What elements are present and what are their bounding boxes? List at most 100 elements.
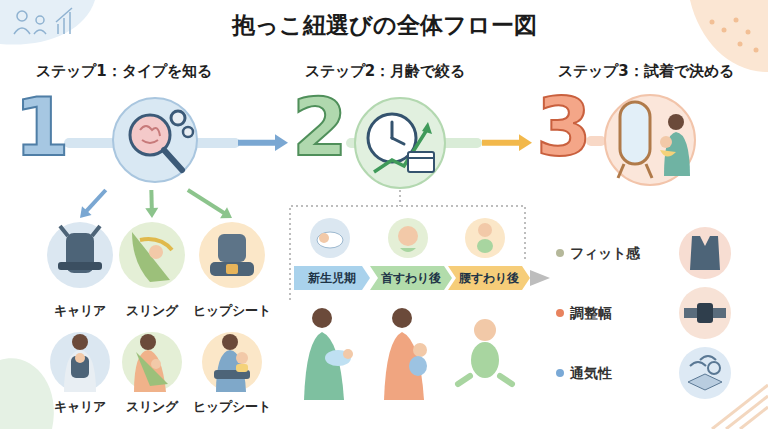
flow-arrow xyxy=(238,134,288,151)
flow-arrow xyxy=(482,134,532,151)
corner-blobs xyxy=(0,358,54,429)
arrow-shaft xyxy=(85,190,105,212)
arrow-shaft xyxy=(188,190,225,214)
arrow-shaft xyxy=(149,190,153,210)
step2-icon xyxy=(392,138,404,144)
type-scenes xyxy=(50,332,110,392)
corner-blobs xyxy=(738,42,743,47)
step-number: 2 xyxy=(292,88,348,168)
arrowhead xyxy=(145,208,158,218)
arrow-shaft xyxy=(238,140,278,146)
type-label: ヒップシート xyxy=(190,399,274,415)
step2-icon xyxy=(408,157,434,159)
type-scenes xyxy=(236,352,248,364)
criterion-bullets xyxy=(556,309,564,317)
type-icons xyxy=(226,264,238,274)
baby-faces xyxy=(310,218,350,258)
criterion-icons xyxy=(679,287,731,339)
type-scenes xyxy=(151,359,161,369)
criterion-icons xyxy=(679,347,731,399)
age-scenes xyxy=(392,308,412,328)
type-icons xyxy=(199,222,265,288)
type-icons xyxy=(47,222,265,288)
type-scenes xyxy=(64,350,96,392)
criterion-icons xyxy=(690,236,720,270)
step-heading: ステップ1：タイプを知る xyxy=(10,62,238,80)
criterion-icons xyxy=(697,303,713,323)
criterion-label: フィット感 xyxy=(570,244,640,262)
criterion-icons xyxy=(688,374,722,390)
chip-label: 腰すわり後 xyxy=(459,271,519,285)
corner-blobs xyxy=(17,11,27,21)
type-scenes xyxy=(122,332,182,392)
corner-blobs xyxy=(34,30,46,34)
baby-faces xyxy=(477,239,493,253)
step2-icon xyxy=(355,98,445,188)
step-node: ステップ2：月齢で絞る2 xyxy=(288,62,482,190)
age-scenes xyxy=(409,356,427,376)
flow-arrow xyxy=(145,190,158,218)
age-scenes xyxy=(471,342,499,378)
carrier-type-node: ヒップシート xyxy=(190,326,274,418)
carrier-type-node: ヒップシート xyxy=(190,218,274,322)
age-stage-chip: 首すわり後 xyxy=(370,266,452,290)
step3-icon xyxy=(646,164,652,178)
criterion-label: 調整幅 xyxy=(570,304,612,322)
chip-label: 首すわり後 xyxy=(381,271,441,285)
age-range-bracket xyxy=(530,270,550,286)
age-scenes xyxy=(413,343,427,357)
carrier-type-node: スリング xyxy=(116,218,188,322)
type-scenes xyxy=(236,364,248,372)
chip-shape xyxy=(448,266,530,290)
step-node: ステップ3：試着で決める3 xyxy=(532,62,760,190)
criterion-icons xyxy=(679,227,731,399)
corner-blobs xyxy=(14,8,72,34)
corner-blobs xyxy=(14,28,30,34)
step3-icon xyxy=(605,95,695,185)
type-scenes xyxy=(50,332,262,392)
age-scenes xyxy=(304,308,512,400)
age-range-bracket xyxy=(290,190,550,300)
corner-blobs xyxy=(690,0,768,72)
flow-arrow xyxy=(80,190,106,218)
baby-faces xyxy=(317,232,343,248)
age-stage-chip: 腰すわり後 xyxy=(448,266,530,290)
step2-icon xyxy=(408,152,434,172)
type-scenes xyxy=(75,353,85,363)
corner-blobs xyxy=(726,396,768,429)
step2-icon xyxy=(391,122,394,138)
flow-arrow xyxy=(188,190,232,218)
step3-icon xyxy=(620,102,650,164)
age-scenes xyxy=(458,376,512,384)
corner-blobs xyxy=(710,20,715,25)
criterion-icons xyxy=(708,362,720,374)
arrow-shaft xyxy=(482,140,522,146)
step-number: 3 xyxy=(536,88,592,168)
step3-icon xyxy=(660,150,676,157)
corner-blobs xyxy=(36,16,44,24)
arrowhead xyxy=(519,134,532,151)
baby-faces xyxy=(398,226,418,246)
criterion-icons xyxy=(679,227,731,279)
step-number: 1 xyxy=(14,88,70,168)
corner-blobs xyxy=(746,30,751,35)
criterion-bullets xyxy=(556,249,564,377)
type-icons xyxy=(119,222,185,288)
type-scenes xyxy=(202,332,262,392)
age-stage-chip: 新生児期 xyxy=(294,266,370,290)
corner-blobs xyxy=(734,18,739,23)
age-scenes xyxy=(343,349,353,359)
criterion-bullets xyxy=(556,249,564,257)
type-scenes xyxy=(72,334,88,350)
type-icons xyxy=(149,245,163,259)
type-label: キャリア xyxy=(44,399,116,415)
type-icons xyxy=(47,222,113,288)
step3-icon xyxy=(668,114,684,130)
step2-icon xyxy=(422,122,432,134)
carrier-type-node: スリング xyxy=(116,326,188,418)
step1-icon xyxy=(171,111,185,125)
baby-faces xyxy=(319,233,329,243)
type-label: スリング xyxy=(116,303,188,319)
baby-faces xyxy=(310,218,505,258)
